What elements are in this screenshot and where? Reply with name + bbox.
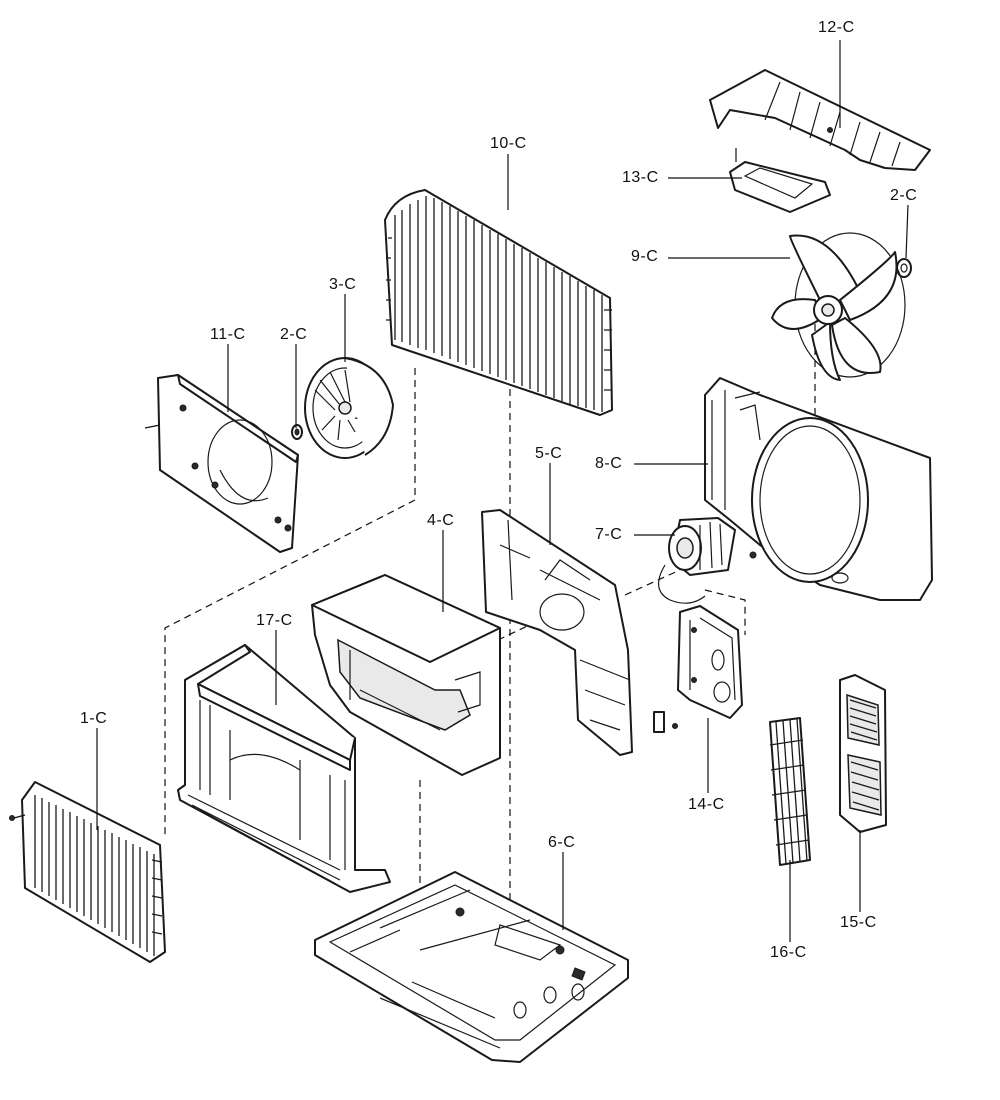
part-7c-motor [658, 517, 757, 604]
part-6c-base-pan [314, 871, 629, 1063]
label-8c: 8-C [595, 455, 623, 472]
label-10c: 10-C [490, 135, 527, 152]
label-1c: 1-C [80, 710, 108, 727]
label-9c: 9-C [631, 248, 659, 265]
part-17c-front-frame [177, 644, 391, 893]
part-2c-washer-left [291, 424, 303, 440]
label-15c: 15-C [840, 914, 877, 931]
label-11c: 11-C [210, 326, 246, 343]
label-2c-left: 2-C [280, 326, 308, 343]
part-4c-air-guide [311, 574, 501, 776]
label-5c: 5-C [535, 445, 563, 462]
part-10c-condenser-coil [384, 189, 613, 416]
label-16c: 16-C [770, 944, 807, 961]
label-leader-lines [96, 40, 909, 942]
label-4c: 4-C [427, 512, 455, 529]
part-8c-shroud [704, 377, 933, 601]
part-3c-blower-wheel [304, 357, 394, 459]
part-5c-control-bracket [481, 509, 678, 756]
label-6c: 6-C [548, 834, 576, 851]
part-14c-control-box [677, 605, 743, 719]
label-7c: 7-C [595, 526, 623, 543]
part-13c-bracket [729, 148, 831, 213]
part-15c-filter [839, 674, 887, 833]
part-9c-fan-blade [771, 232, 906, 381]
part-2c-washer-right [896, 258, 912, 278]
label-12c: 12-C [818, 19, 855, 36]
part-1c-evaporator-coil [9, 781, 166, 963]
part-12c-top-cover [709, 69, 931, 171]
label-13c: 13-C [622, 169, 659, 186]
label-17c: 17-C [256, 612, 293, 629]
label-2c-right: 2-C [890, 187, 918, 204]
part-11c-orifice-panel [144, 374, 299, 553]
label-14c: 14-C [688, 796, 725, 813]
label-3c: 3-C [329, 276, 357, 293]
part-16c-grille [769, 717, 811, 866]
